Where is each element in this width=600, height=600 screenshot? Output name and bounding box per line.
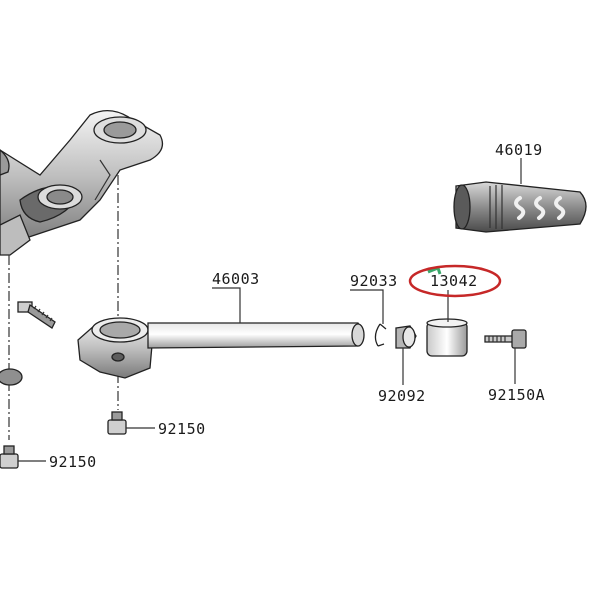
collar-92092: 92092 <box>378 325 426 405</box>
clamp-pinch-bolt <box>17 301 56 329</box>
clip-on-clamp <box>0 317 153 386</box>
handlebar-part-number: 46003 <box>212 270 260 288</box>
highlight-circle <box>408 264 502 298</box>
clamp-bolt-part-number: 92150 <box>158 420 206 438</box>
handlebar-46003: 46003 <box>147 270 365 349</box>
lower-bolt-92150: 92150 <box>0 445 97 471</box>
bar-end-weight-13042: 13042 <box>408 264 502 357</box>
circlip-part-number: 92033 <box>350 272 398 290</box>
collar-part-number: 92092 <box>378 387 426 405</box>
lower-bolt-part-number: 92150 <box>49 453 97 471</box>
weight-part-number: 13042 <box>430 272 478 290</box>
reference-lines <box>8 175 119 440</box>
end-bolt-part-number: 92150A <box>488 386 545 404</box>
clamp-bolt-92150: 92150 <box>107 411 206 438</box>
grip-46019: 46019 <box>453 141 587 233</box>
grip-part-number: 46019 <box>495 141 543 159</box>
end-bolt-92150A: 92150A <box>484 329 545 404</box>
triple-clamp <box>0 110 164 256</box>
circlip-92033: 92033 <box>350 272 398 347</box>
